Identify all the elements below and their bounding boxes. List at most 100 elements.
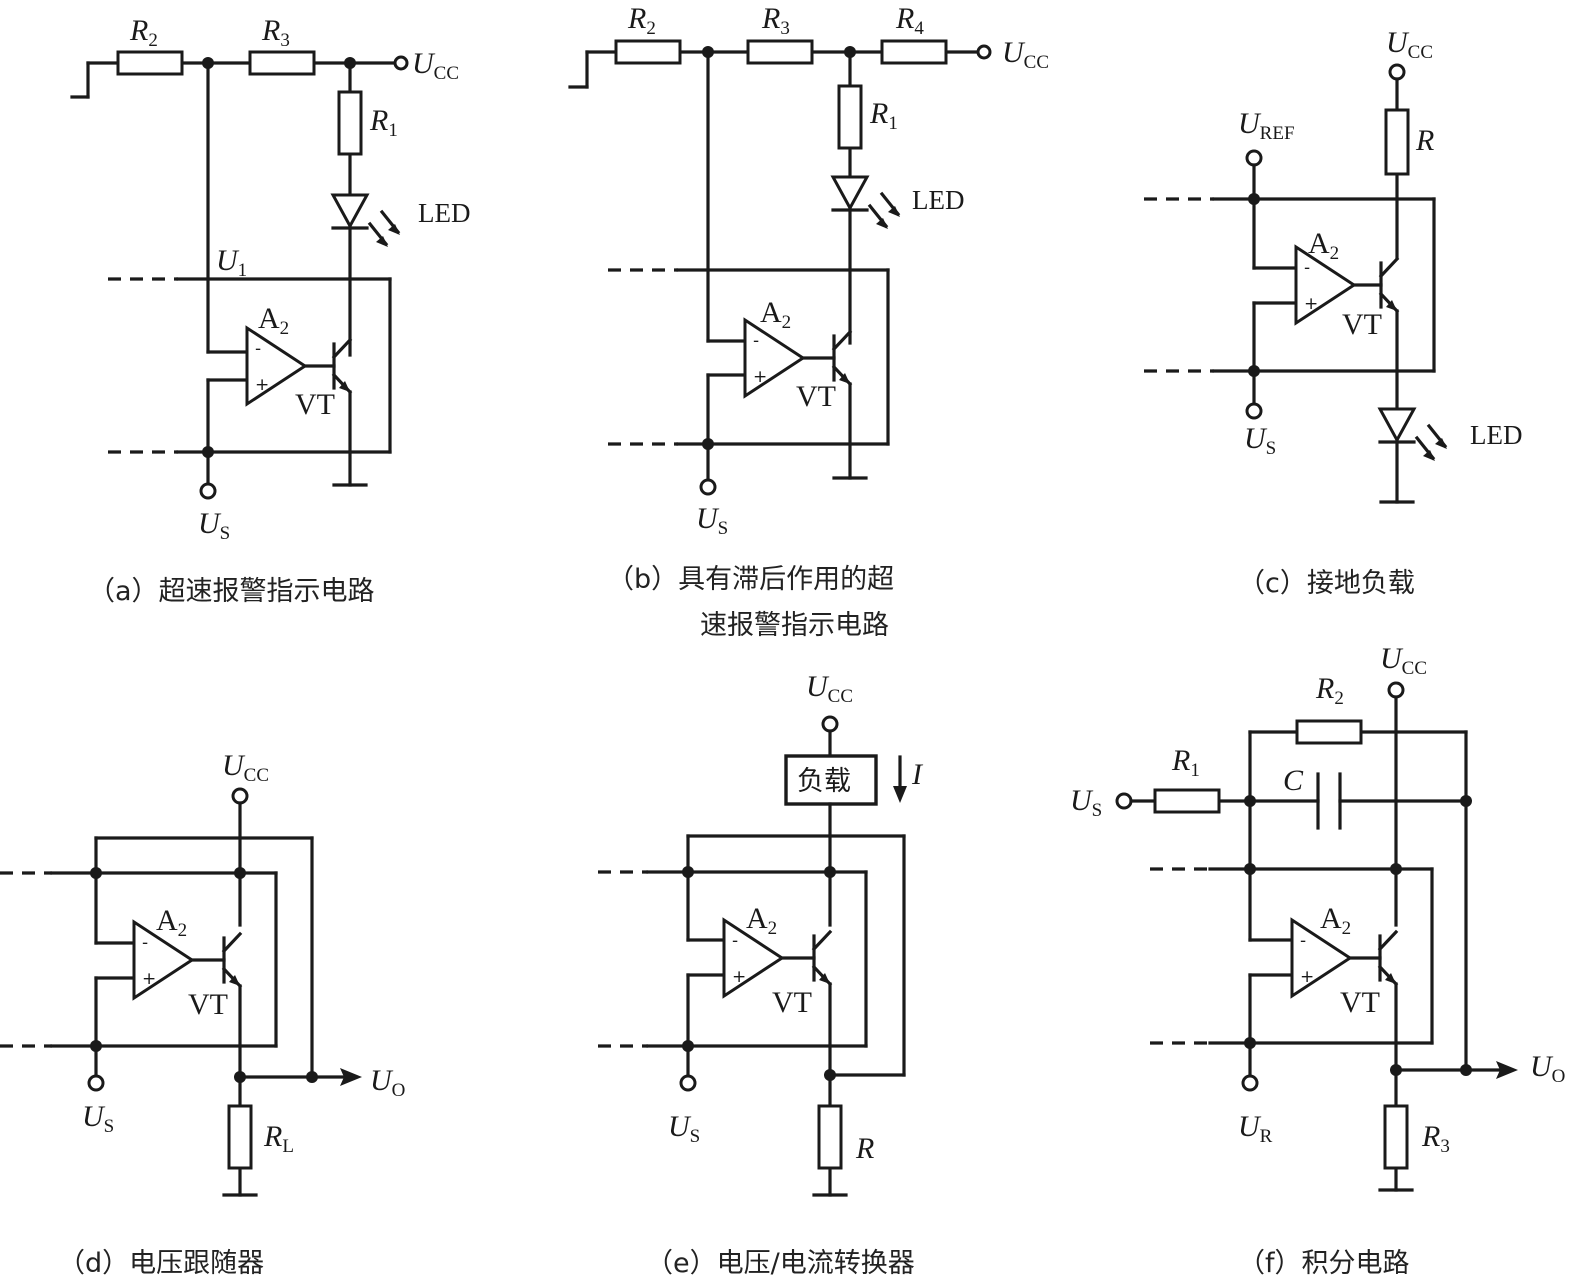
resistor-r2: [614, 39, 682, 65]
resistor-r2: [116, 50, 184, 76]
caption-b-line2: 速报警指示电路: [700, 610, 889, 641]
svg-text:C: C: [1283, 764, 1304, 797]
transistor-vt-icon: [332, 338, 352, 394]
svg-text:R2: R2: [1315, 672, 1344, 709]
svg-text:LED: LED: [418, 198, 470, 228]
svg-text:R3: R3: [761, 2, 790, 39]
svg-text:R1: R1: [369, 104, 398, 141]
us-terminal: [199, 482, 217, 500]
ucc-terminal: [821, 715, 839, 733]
resistor-r1: [337, 90, 363, 156]
svg-text:UO: UO: [1530, 1050, 1565, 1087]
transistor-vt-icon: [832, 330, 852, 386]
svg-text:UCC: UCC: [1386, 26, 1433, 63]
resistor-rl: [227, 1104, 253, 1170]
svg-text:A2: A2: [760, 296, 791, 333]
ucc-terminal: [231, 787, 249, 805]
svg-text:US: US: [82, 1100, 114, 1137]
svg-text:UCC: UCC: [806, 670, 853, 707]
svg-text:R1: R1: [1171, 744, 1200, 781]
transistor-vt-icon: [1378, 930, 1398, 986]
caption-e: （e）电压/电流转换器: [646, 1248, 915, 1279]
svg-text:US: US: [198, 507, 230, 544]
circuit-c: UCC UREF R A2 VT US LED （c）接地负载: [1144, 26, 1522, 599]
resistor-r3: [1383, 1104, 1409, 1170]
svg-text:UCC: UCC: [1002, 36, 1049, 73]
caption-f: （f）积分电路: [1238, 1248, 1410, 1279]
ucc-terminal: [976, 44, 992, 60]
svg-text:VT: VT: [772, 986, 812, 1019]
svg-text:I: I: [911, 758, 924, 791]
caption-d: （d）电压跟随器: [58, 1248, 264, 1279]
circuit-b: R2 R3 R4 UCC R1 LED A2 VT US （b）具有滞后作用的超…: [568, 2, 1049, 641]
svg-text:VT: VT: [796, 380, 836, 413]
svg-text:LED: LED: [1470, 420, 1522, 450]
resistor-r: [817, 1104, 843, 1170]
resistor-r2: [1295, 719, 1363, 745]
svg-text:US: US: [1070, 784, 1102, 821]
svg-text:UR: UR: [1238, 1110, 1273, 1147]
svg-text:R3: R3: [261, 14, 290, 51]
svg-text:UO: UO: [370, 1064, 405, 1101]
resistor-r1: [1153, 788, 1221, 814]
uref-terminal: [1245, 149, 1263, 167]
circuit-e: 负载 UCC I A2 VT US R （e）电压/电流转换器: [598, 670, 924, 1279]
transistor-vt-icon: [812, 930, 832, 986]
svg-text:UCC: UCC: [222, 749, 269, 786]
us-terminal: [87, 1074, 105, 1092]
svg-text:A2: A2: [1308, 227, 1339, 264]
resistor-r4: [880, 39, 948, 65]
resistor-r3: [248, 50, 316, 76]
svg-text:A2: A2: [1320, 902, 1351, 939]
ucc-terminal: [1388, 63, 1406, 81]
svg-text:RL: RL: [263, 1120, 294, 1157]
svg-text:R2: R2: [129, 14, 158, 51]
ucc-terminal: [393, 55, 409, 71]
svg-text:R1: R1: [869, 97, 898, 134]
svg-text:R2: R2: [627, 2, 656, 39]
svg-text:R4: R4: [895, 2, 924, 39]
svg-text:VT: VT: [1340, 986, 1380, 1019]
load-label: 负载: [797, 766, 851, 797]
us-terminal: [699, 478, 717, 496]
svg-text:US: US: [668, 1110, 700, 1147]
circuit-d: UCC A2 VT UO US RL （d）电压跟随器: [0, 749, 405, 1279]
resistor-r1: [837, 84, 863, 150]
transistor-vt-icon: [1379, 257, 1399, 313]
ur-terminal: [1241, 1074, 1259, 1092]
svg-text:VT: VT: [1342, 308, 1382, 341]
svg-text:U1: U1: [216, 244, 247, 281]
circuit-f: UCC R2 R1 C US A2 VT UO UR R3 （f）积分电路: [1070, 642, 1565, 1279]
circuit-a: R2 R3 UCC R1 LED U1 A2 VT US （a）超速报警指示电路: [70, 14, 470, 607]
led-icon: [1378, 407, 1449, 463]
svg-text:LED: LED: [912, 185, 964, 215]
svg-text:R: R: [1415, 124, 1434, 157]
us-terminal: [1115, 792, 1133, 810]
led-icon: [331, 193, 402, 249]
opamp-a2-icon: [743, 318, 805, 398]
svg-text:R: R: [855, 1132, 874, 1165]
svg-text:R3: R3: [1421, 1120, 1450, 1157]
svg-text:A2: A2: [746, 902, 777, 939]
svg-text:VT: VT: [295, 388, 335, 421]
us-terminal: [679, 1074, 697, 1092]
svg-text:UREF: UREF: [1238, 107, 1295, 144]
resistor-r: [1384, 108, 1410, 176]
led-icon: [831, 175, 902, 231]
transistor-vt-icon: [222, 932, 242, 988]
us-terminal: [1245, 402, 1263, 420]
svg-text:A2: A2: [258, 302, 289, 339]
caption-c: （c）接地负载: [1238, 568, 1415, 599]
caption-a: （a）超速报警指示电路: [88, 576, 375, 607]
svg-text:VT: VT: [188, 988, 228, 1021]
svg-text:UCC: UCC: [1380, 642, 1427, 679]
svg-text:A2: A2: [156, 904, 187, 941]
caption-b-line1: （b）具有滞后作用的超: [607, 564, 894, 595]
svg-text:UCC: UCC: [412, 47, 459, 84]
svg-text:US: US: [696, 502, 728, 539]
ucc-terminal: [1387, 681, 1405, 699]
svg-text:US: US: [1244, 422, 1276, 459]
current-arrow-icon: [893, 786, 907, 803]
resistor-r3: [746, 39, 814, 65]
